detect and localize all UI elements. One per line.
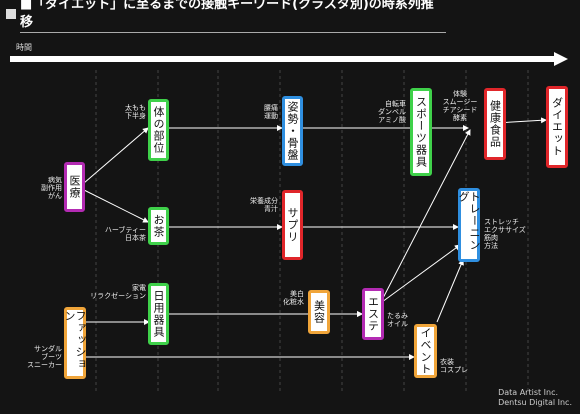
node-esute-label: エステ bbox=[366, 296, 380, 332]
time-arrow-head bbox=[554, 52, 568, 66]
node-karada: 体の部位 bbox=[148, 99, 169, 161]
page-title: ■「ダイエット」に至るまでの接触キーワード(クラスタ別)の時系列推移 bbox=[6, 0, 446, 33]
keywords-sports: 自転車 ダンベル アミノ酸 bbox=[378, 100, 406, 124]
node-kenko: 健康食品 bbox=[484, 88, 506, 160]
node-event-label: イベント bbox=[419, 327, 432, 375]
keywords-esute: たるみ オイル bbox=[387, 312, 408, 328]
node-nichiyou-label: 日用器具 bbox=[152, 290, 165, 338]
keywords-karada: 太もも 下半身 bbox=[125, 104, 146, 120]
keywords-fashion: サンダル ブーツ スニーカー bbox=[27, 345, 62, 369]
node-nichiyou: 日用器具 bbox=[148, 283, 169, 345]
node-iryo: 医療 bbox=[64, 162, 85, 212]
keywords-shisei: 腰痛 運動 bbox=[264, 104, 278, 120]
keywords-ocha: ハーブティー 日本茶 bbox=[104, 226, 146, 242]
node-event: イベント bbox=[414, 324, 437, 378]
time-arrow bbox=[10, 52, 568, 66]
keywords-iryo: 病気 副作用 がん bbox=[41, 176, 62, 200]
node-esute: エステ bbox=[362, 288, 384, 340]
node-diet-label: ダイエット bbox=[550, 97, 564, 157]
keywords-biyou: 美白 化粧水 bbox=[283, 290, 304, 306]
node-diet: ダイエット bbox=[546, 86, 568, 168]
node-fashion-label: ファッション bbox=[63, 310, 87, 370]
node-iryo-label: 医療 bbox=[68, 175, 81, 199]
title-bullet bbox=[6, 9, 16, 19]
node-sports-label: スポーツ器具 bbox=[414, 96, 428, 168]
time-axis-label: 時間 bbox=[16, 43, 32, 52]
node-supuri-label: サプリ bbox=[286, 207, 299, 243]
keywords-supuri: 栄養成分 青汁 bbox=[250, 197, 278, 213]
node-ocha: お茶 bbox=[148, 207, 169, 245]
keywords-kenko: 体験 スムージー チアシード 酵素 bbox=[442, 90, 478, 122]
node-fashion: ファッション bbox=[63, 307, 87, 379]
node-biyou-label: 美容 bbox=[312, 300, 326, 324]
node-shisei: 姿勢・骨盤 bbox=[282, 96, 303, 166]
node-supuri: サプリ bbox=[282, 190, 303, 260]
node-training-label: トレーニング bbox=[457, 191, 481, 251]
node-karada-label: 体の部位 bbox=[152, 106, 165, 154]
keywords-nichiyou: 家電 リラクゼーション bbox=[90, 284, 146, 300]
keywords-event: 衣装 コスプレ bbox=[440, 358, 468, 374]
node-kenko-label: 健康食品 bbox=[488, 100, 502, 148]
title-text: ■「ダイエット」に至るまでの接触キーワード(クラスタ別)の時系列推移 bbox=[19, 0, 446, 33]
keywords-training: ストレッチ エクササイズ 筋肉 方法 bbox=[484, 218, 526, 250]
node-ocha-label: お茶 bbox=[152, 214, 165, 238]
node-biyou: 美容 bbox=[308, 290, 330, 334]
node-sports: スポーツ器具 bbox=[410, 88, 432, 176]
node-shisei-label: 姿勢・骨盤 bbox=[286, 101, 299, 161]
time-arrow-shaft bbox=[10, 56, 555, 62]
node-training: トレーニング bbox=[457, 188, 481, 262]
credit: Data Artist Inc. Dentsu Digital Inc. bbox=[498, 388, 572, 407]
